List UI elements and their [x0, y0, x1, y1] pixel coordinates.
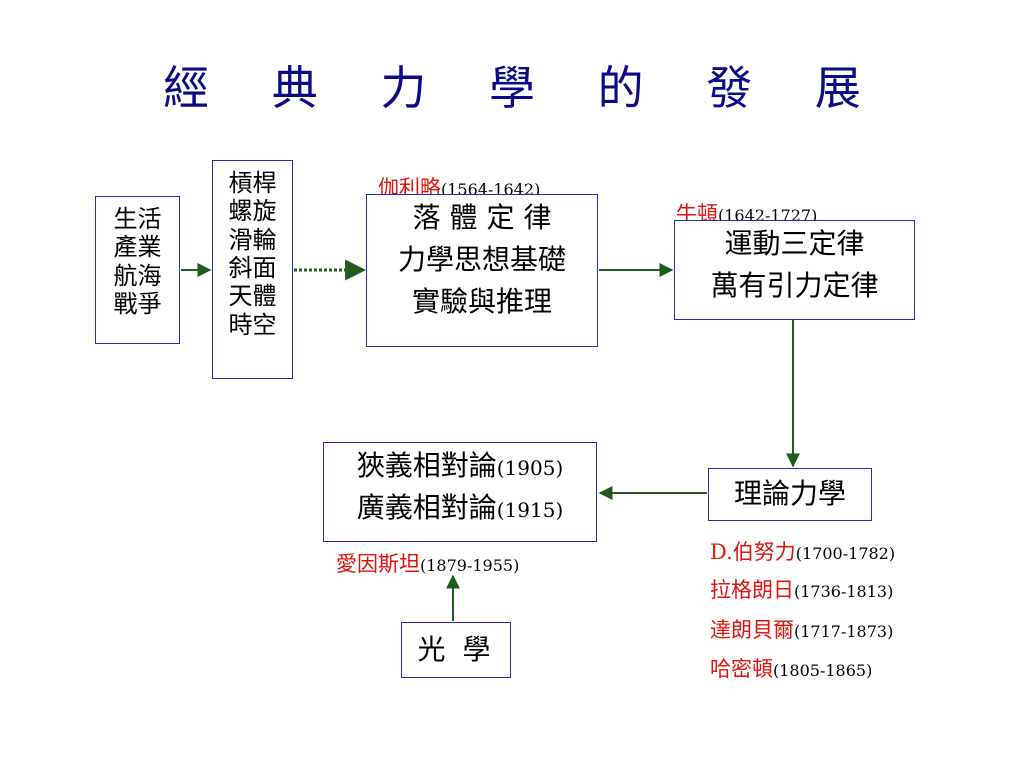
tools-line: 時空 [228, 310, 277, 339]
special-relativity-text: 狹義相對論 [356, 449, 497, 482]
tools-line: 滑輪 [228, 225, 277, 254]
origins-line: 產業 [113, 233, 162, 262]
contributor-name: 哈密頓 [710, 657, 773, 681]
special-relativity-line: 狹義相對論(1905) [324, 445, 596, 487]
tools-line: 螺旋 [228, 197, 277, 226]
einstein-caption: 愛因斯坦(1879-1955) [336, 548, 519, 578]
contributor-years: (1805-1865) [773, 661, 873, 680]
contributor-name: 拉格朗日 [710, 578, 794, 602]
tools-line: 斜面 [228, 253, 277, 282]
contributor-item: 達朗貝爾(1717-1873) [710, 614, 893, 644]
tools-line: 槓桿 [228, 169, 277, 197]
galileo-line: 落 體 定 律 [412, 201, 552, 234]
newton-line: 運動三定律 [724, 227, 865, 260]
tools-line: 天體 [228, 282, 277, 311]
galileo-box: 落 體 定 律 力學思想基礎 實驗與推理 [366, 194, 598, 347]
general-relativity-line: 廣義相對論(1915) [324, 487, 596, 529]
contributor-item: 哈密頓(1805-1865) [710, 653, 872, 683]
theoretical-mechanics-box: 理論力學 [708, 468, 872, 521]
galileo-line: 力學思想基礎 [397, 243, 566, 276]
contributor-name: D.伯努力 [710, 540, 796, 564]
newton-box: 運動三定律 萬有引力定律 [674, 220, 915, 320]
origins-box: 生活 產業 航海 戰爭 [95, 196, 180, 344]
contributor-item: D.伯努力(1700-1782) [710, 536, 895, 566]
einstein-name: 愛因斯坦 [336, 552, 420, 576]
relativity-box: 狹義相對論(1905) 廣義相對論(1915) [323, 442, 597, 542]
contributor-item: 拉格朗日(1736-1813) [710, 574, 893, 604]
einstein-years: (1879-1955) [420, 556, 520, 575]
general-relativity-text: 廣義相對論 [356, 491, 497, 524]
general-relativity-year: (1915) [496, 498, 564, 522]
optics-box: 光 學 [401, 622, 511, 678]
contributor-years: (1736-1813) [794, 582, 894, 601]
newton-line: 萬有引力定律 [710, 269, 879, 302]
origins-line: 戰爭 [113, 289, 162, 318]
special-relativity-year: (1905) [496, 456, 564, 480]
contributor-years: (1700-1782) [795, 544, 896, 563]
contributor-years: (1717-1873) [794, 622, 894, 641]
contributor-name: 達朗貝爾 [710, 618, 794, 642]
galileo-line: 實驗與推理 [411, 285, 552, 318]
tools-box: 槓桿 螺旋 滑輪 斜面 天體 時空 [212, 160, 293, 379]
page-title: 經 典 力 學 的 發 展 [163, 61, 885, 115]
origins-line: 生活 [113, 205, 162, 233]
origins-line: 航海 [113, 261, 162, 290]
